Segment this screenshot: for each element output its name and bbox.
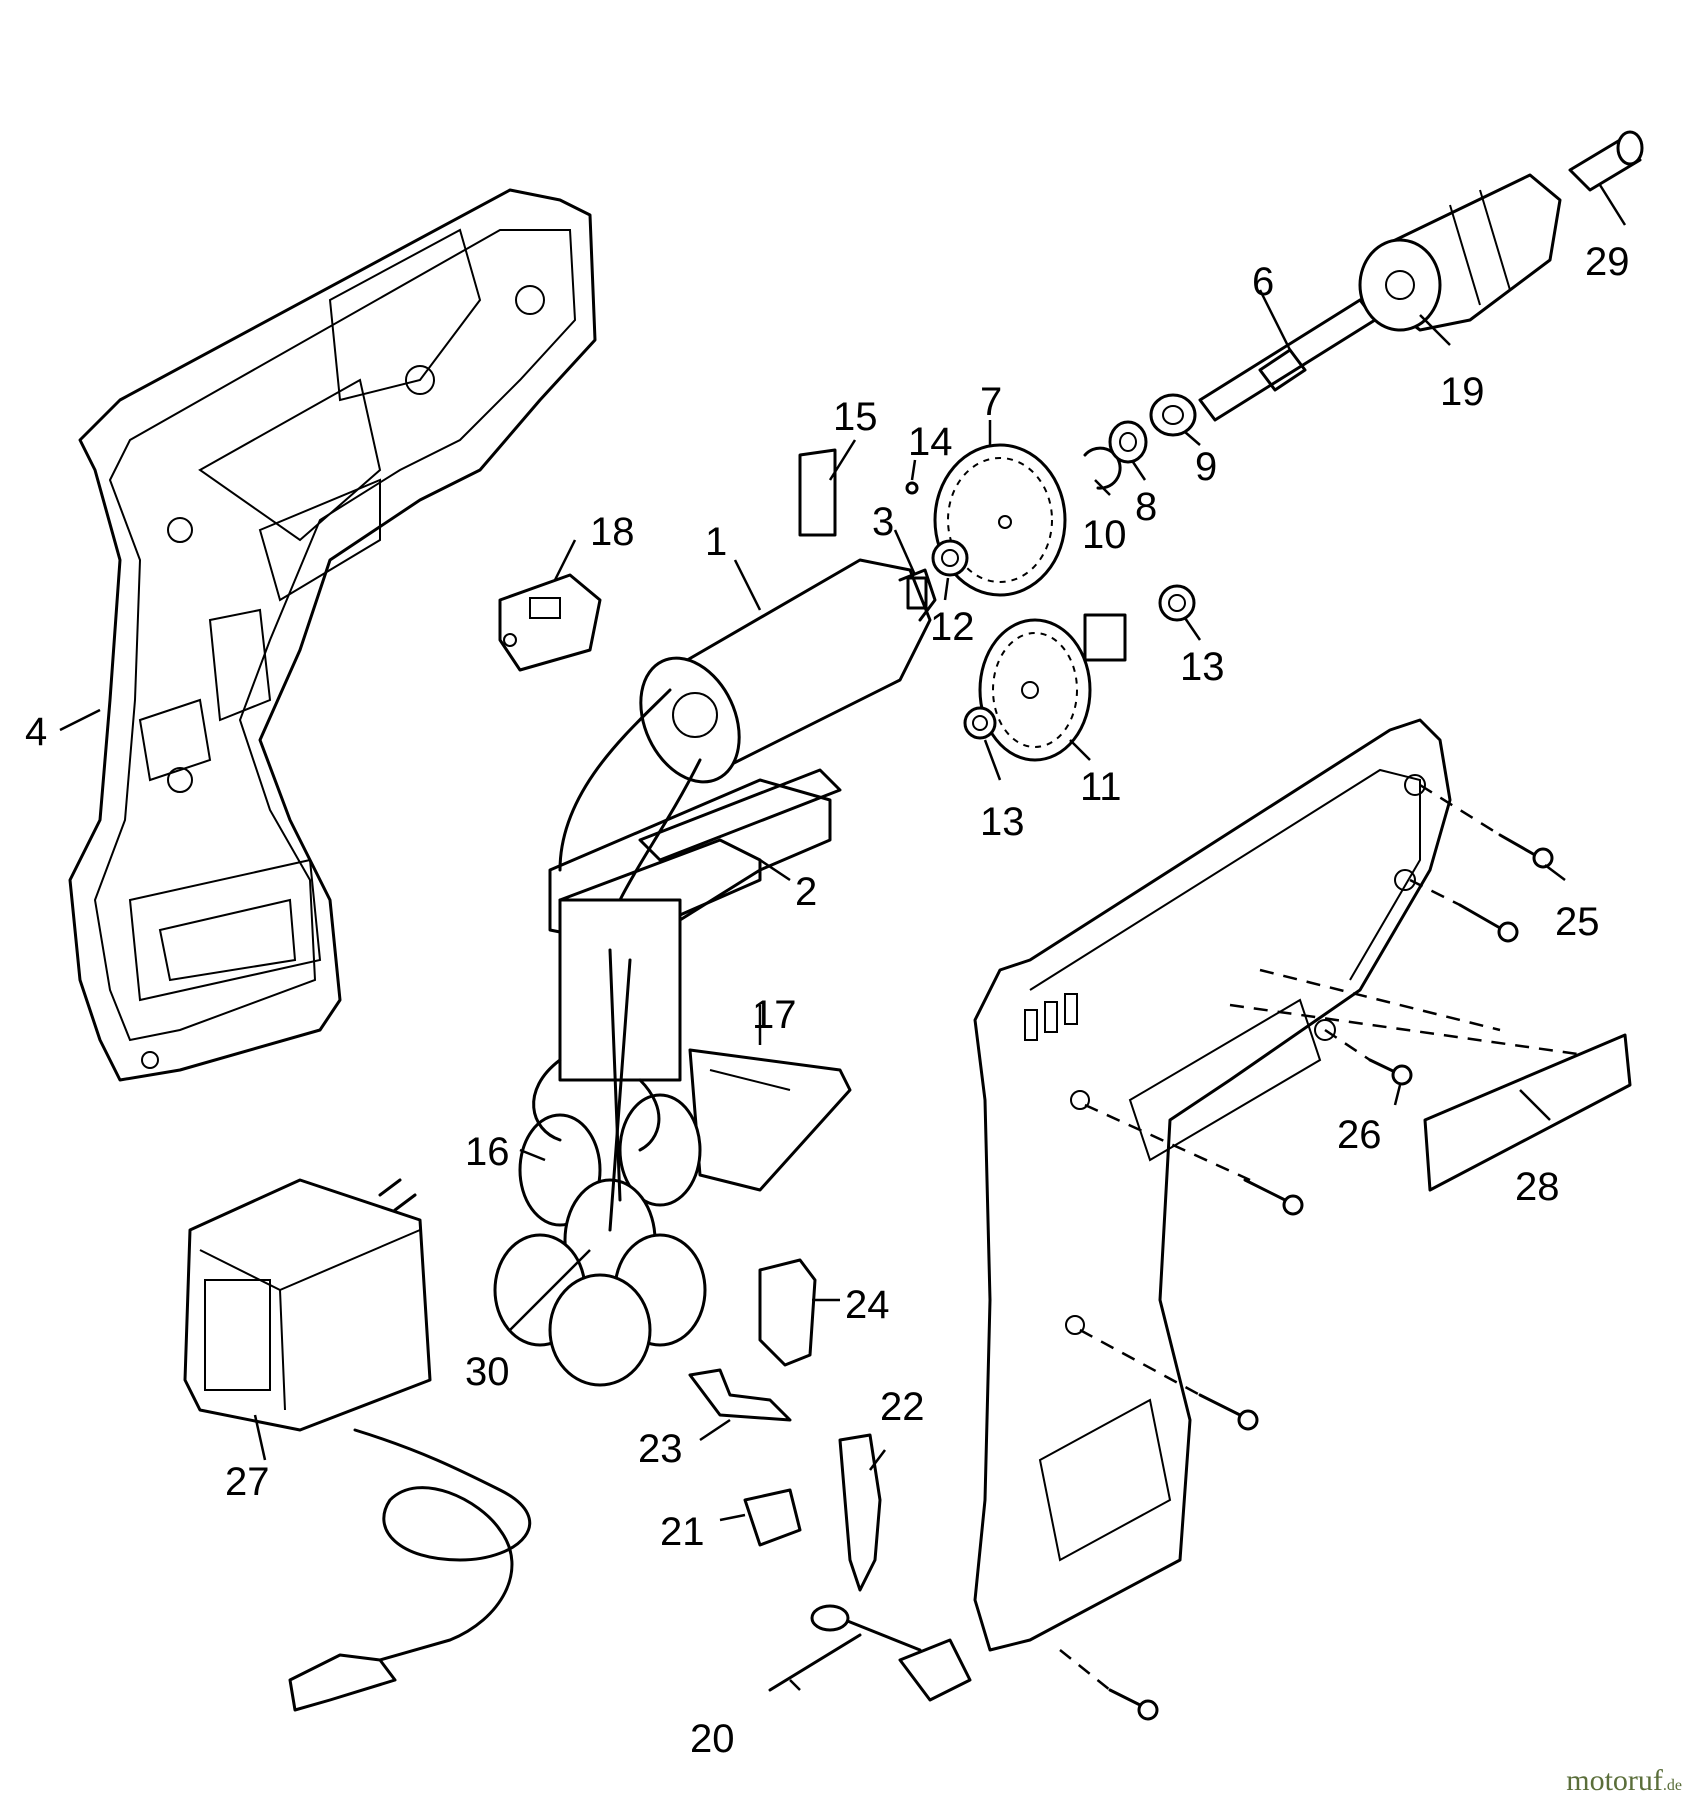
leader-lines (59, 184, 1627, 1691)
motor-pinion (906, 576, 928, 610)
callout-1: 1 (705, 520, 727, 564)
callout-26: 26 (1337, 1113, 1382, 1157)
watermark-logo: motoruf.de (1566, 1764, 1682, 1798)
callout-22: 22 (880, 1385, 925, 1429)
left-housing-half (68, 188, 597, 1082)
callout-19: 19 (1440, 370, 1485, 414)
callout-21: 21 (660, 1510, 705, 1554)
callout-labels: 1 2 3 4 6 7 8 9 10 11 12 13 13 14 15 16 … (25, 240, 1630, 1761)
callout-29: 29 (1585, 240, 1630, 284)
screw-guide-lines (1059, 783, 1621, 1691)
bushing-13-upper (1158, 584, 1196, 622)
battery-pack (493, 898, 707, 1387)
bracket-23 (688, 1368, 792, 1422)
callout-7: 7 (980, 380, 1002, 424)
callout-25: 25 (1555, 900, 1600, 944)
callout-17: 17 (752, 993, 797, 1037)
callout-13b: 13 (980, 800, 1025, 844)
callout-30: 30 (465, 1350, 510, 1394)
screw-25-upper (1498, 833, 1554, 869)
pad-15 (798, 448, 837, 537)
screw-25-lower (1458, 903, 1519, 943)
chuck-screw-29 (1568, 130, 1644, 192)
drill-chuck (1358, 173, 1562, 332)
callout-28: 28 (1515, 1165, 1560, 1209)
watermark-brand: motoruf (1566, 1764, 1663, 1797)
motor (558, 558, 937, 902)
screw-handle-2 (1198, 1393, 1259, 1431)
block-18 (498, 573, 602, 672)
callout-24: 24 (845, 1283, 890, 1327)
chuck-key-20 (768, 1604, 972, 1702)
screw-handle-1 (1243, 1178, 1304, 1216)
ball-14 (905, 481, 919, 495)
callout-8: 8 (1135, 485, 1157, 529)
label-28 (1423, 1033, 1632, 1192)
watermark-suffix: .de (1662, 1777, 1682, 1794)
callout-3: 3 (872, 500, 894, 544)
screw-26 (1368, 1058, 1413, 1086)
callout-23: 23 (638, 1427, 683, 1471)
callout-2: 2 (795, 870, 817, 914)
callout-10: 10 (1082, 513, 1127, 557)
clip-24 (758, 1258, 817, 1367)
screw-handle-3 (1108, 1688, 1159, 1721)
bushing-13-lower (963, 706, 997, 740)
callout-13a: 13 (1180, 645, 1225, 689)
callout-14: 14 (908, 420, 953, 464)
callout-4: 4 (25, 710, 47, 754)
washer-8 (1108, 420, 1148, 464)
gear-11 (978, 613, 1127, 762)
clip-21 (743, 1488, 802, 1547)
callout-27: 27 (225, 1460, 270, 1504)
bit-22 (838, 1433, 882, 1592)
callout-20: 20 (690, 1717, 735, 1761)
callout-9: 9 (1195, 445, 1217, 489)
charger-27 (183, 1178, 532, 1712)
callout-18: 18 (590, 510, 635, 554)
bushing-12 (931, 539, 969, 577)
right-housing-half (973, 718, 1452, 1652)
bearing-9 (1149, 393, 1197, 437)
spindle-6 (1198, 298, 1377, 422)
callout-12: 12 (930, 605, 975, 649)
callout-16: 16 (465, 1130, 510, 1174)
plate-17 (688, 1048, 852, 1192)
callout-6: 6 (1252, 260, 1274, 304)
callout-11: 11 (1080, 765, 1122, 809)
callout-15: 15 (833, 395, 878, 439)
